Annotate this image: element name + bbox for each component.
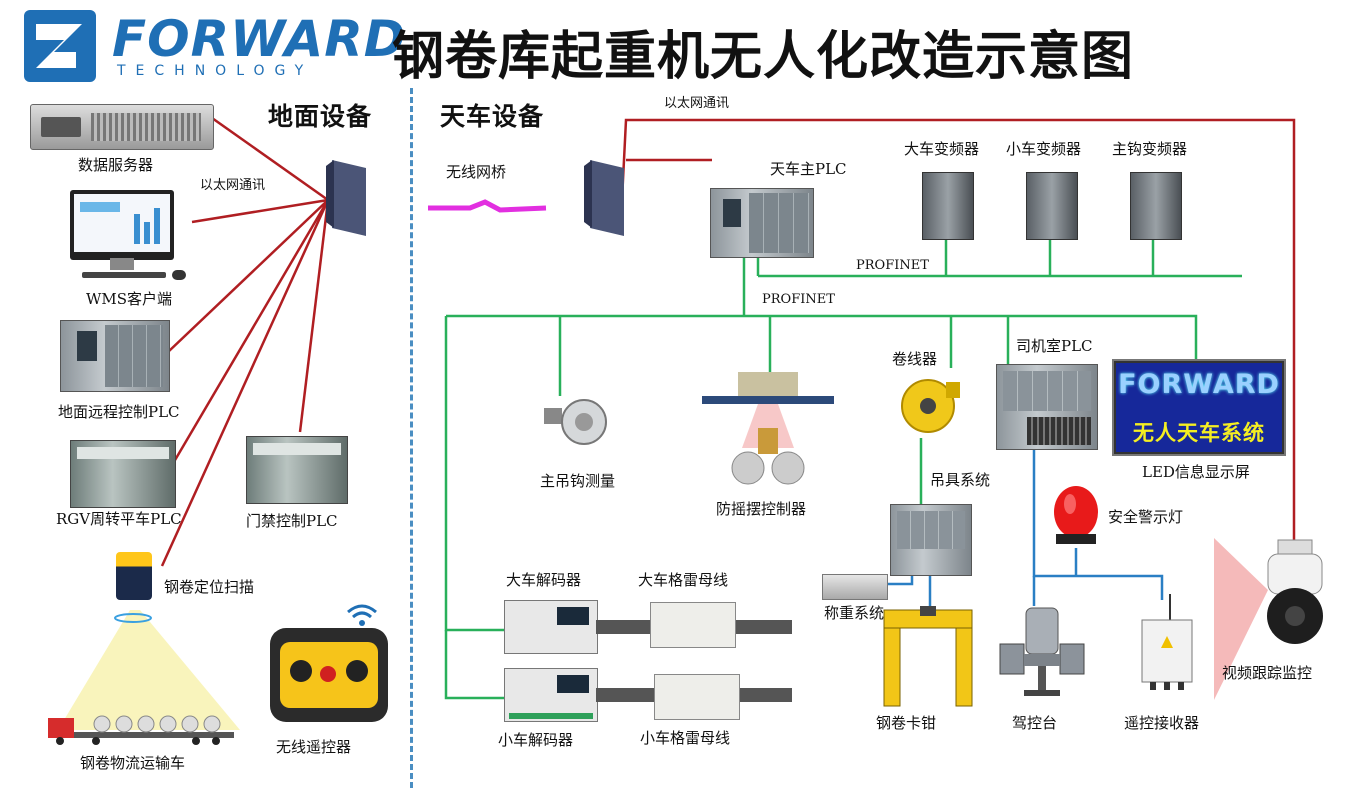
remote-plc-label: 地面远程控制PLC [58,403,180,421]
ground-section-heading: 地面设备 [268,102,373,131]
wireless-remote-label: 无线遥控器 [276,738,352,756]
rgv-plc-label: RGV周转平车PLC [56,510,182,528]
camera-cone [1214,538,1268,700]
hoist-drive-label: 主钩变频器 [1112,140,1188,158]
video-tracking-label: 视频跟踪监控 [1222,664,1313,682]
trolley-decoder-label: 小车解码器 [498,731,574,749]
spreader-plc-icon [890,504,972,576]
keyboard-icon [82,272,166,278]
anti-sway-icon [698,368,838,486]
load-cell-icon [822,574,888,600]
wifi-icon [344,600,380,630]
wireless-bridge-label: 无线网桥 [446,163,507,181]
coil-tongs-label: 钢卷卡钳 [876,714,937,732]
cab-plc-icon [996,364,1098,450]
page-title: 钢卷库起重机无人化改造示意图 [392,26,1135,87]
profinet-lower-label: PROFINET [762,292,835,307]
truck-icon [46,710,236,746]
ethernet-wire-rgv [166,199,330,473]
led-screen-icon: FORWARD 无人天车系统 [1112,359,1286,456]
led-line2: 无人天车系统 [1133,421,1265,445]
ptz-camera-icon [1258,538,1332,646]
door-plc-label: 门禁控制PLC [246,512,338,530]
receiver-box-icon [1140,594,1194,692]
beacon-light-icon [1050,484,1102,546]
main-plc-icon [710,188,814,258]
remote-receiver-label: 遥控接收器 [1124,714,1200,732]
cable-reel-icon [900,376,962,436]
rgv-plc-icon [70,440,176,508]
monitor-icon [70,190,174,260]
tongs-icon [880,606,976,710]
coil-scanner-label: 钢卷定位扫描 [164,578,255,596]
frequency-drive-icon [1130,172,1182,240]
wms-client-label: WMS客户端 [86,290,173,308]
server-icon [30,104,214,150]
weighing-label: 称重系统 [824,604,885,622]
trolley-gray-bus-label: 小车格雷母线 [640,729,731,747]
bridge-decoder-label: 大车解码器 [506,571,582,589]
wireless-beam [428,199,547,213]
door-plc-icon [246,436,348,504]
mouse-icon [172,270,186,280]
ethernet-wire-server [211,116,329,202]
console-label: 驾控台 [1012,714,1058,732]
cable-reel-label: 卷线器 [892,350,938,368]
profinet-upper-label: PROFINET [856,258,929,273]
operator-chair-icon [996,604,1088,700]
scanner-beam [58,610,240,730]
laser-scanner-icon [116,552,152,600]
signal-wire-cab [1032,436,1164,600]
decoder-icon [504,668,598,722]
bridge-drive-label: 大车变频器 [904,140,980,158]
ethernet-wire-wms [191,198,329,224]
monitor-stand-icon [110,258,134,270]
hook-measure-label: 主吊钩测量 [540,472,616,490]
ethernet-wire-camera [620,118,1296,540]
ethernet-wire-door [298,199,330,433]
logo-wordmark: FORWARD [112,10,407,68]
forward-logo-icon [24,10,96,82]
gray-bus-box-icon [654,674,740,720]
profinet-bus-main [446,314,1198,360]
bridge-antenna-icon [584,156,630,240]
led-line1: FORWARD [1118,369,1280,400]
anti-sway-label: 防摇摆控制器 [716,500,807,518]
plc-icon [60,320,170,392]
crane-section-heading: 天车设备 [440,102,545,131]
encoder-icon [540,394,610,448]
logo-subtitle: TECHNOLOGY [117,63,314,79]
data-server-label: 数据服务器 [78,156,154,174]
frequency-drive-icon [922,172,974,240]
remote-control-icon [270,628,388,722]
trolley-drive-label: 小车变频器 [1006,140,1082,158]
cab-plc-label: 司机室PLC [1016,337,1093,355]
warning-light-label: 安全警示灯 [1108,508,1184,526]
ethernet-wire-scanner [160,199,330,567]
frequency-drive-icon [1026,172,1078,240]
ethernet-wire-remote-plc [167,199,329,353]
gray-bus-box-icon [650,602,736,648]
led-display-label: LED信息显示屏 [1142,463,1250,481]
bridge-gray-bus-label: 大车格雷母线 [638,571,729,589]
truck-label: 钢卷物流运输车 [80,754,186,772]
spreader-system-label: 吊具系统 [930,471,991,489]
section-divider [410,88,413,788]
decoder-icon [504,600,598,654]
ground-ethernet-label: 以太网通讯 [200,178,266,193]
antenna-icon [326,156,372,240]
crane-ethernet-label: 以太网通讯 [664,96,730,111]
main-plc-label: 天车主PLC [770,160,847,178]
